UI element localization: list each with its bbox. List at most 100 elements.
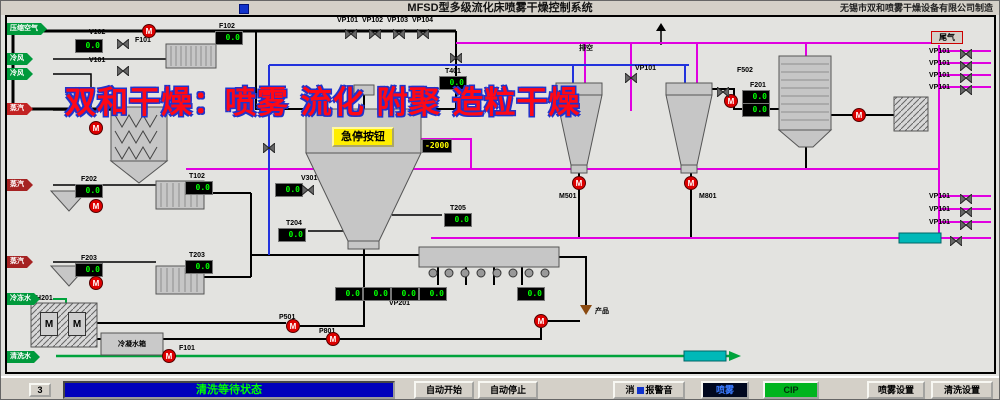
device-label: 排空 [579,45,593,52]
piping-diagram-svg [5,15,996,374]
device-label: VP102 [362,17,384,24]
valve-icon[interactable] [116,36,130,51]
valve-icon[interactable] [949,233,963,248]
valve-icon[interactable] [716,84,730,99]
process-pipes [268,64,689,255]
device-label: F102 [219,23,235,30]
inlet-arrow: 蒸汽 [7,103,33,115]
pump-motor[interactable]: M [326,332,340,346]
device-label: VP101 [929,72,951,79]
value-display: 0.0 [185,181,213,195]
value-display: 0.0 [742,90,770,104]
recovery-tank [893,96,929,132]
app-title: MFSD型多级流化床喷雾干燥控制系统 [407,2,593,14]
valve-icon[interactable] [449,50,463,65]
pump-motor[interactable]: M [724,94,738,108]
scrubber-cone [777,129,833,148]
device-label: V301 [301,175,318,182]
auto-start-button[interactable]: 自动开始 [414,381,474,399]
auto-stop-button[interactable]: 自动停止 [478,381,538,399]
device-label: F101 [179,345,195,352]
bottom-bar: 3 清洗等待状态 自动开始 自动停止 消报警音 喷雾 CIP 喷雾设置 清洗设置 [1,376,999,399]
bag-filter-hopper [109,160,169,184]
inlet-arrow: 蒸汽 [7,179,33,191]
valve-icon[interactable] [959,217,973,232]
product-arrow [580,305,592,315]
value-display: 0.0 [363,287,391,301]
scrubber-tower [778,55,832,131]
pump-motor[interactable]: M [534,314,548,328]
valve-icon[interactable] [416,26,430,41]
device-label: VP104 [412,17,434,24]
pump-motor[interactable]: M [572,176,586,190]
heater-fins [160,46,829,292]
wash-settings-button[interactable]: 清洗设置 [931,381,993,399]
inlet-arrow: 压缩空气 [7,23,47,35]
device-label: VP101 [929,84,951,91]
spray-button[interactable]: 喷雾 [701,381,749,399]
pump-motor[interactable]: M [286,319,300,333]
value-display: 0.0 [75,263,103,277]
valve-icon[interactable] [368,26,382,41]
valve-icon[interactable] [959,82,973,97]
inlet-arrow: 冷冻水 [7,293,40,305]
cyclone1-outlet [570,164,588,174]
inlet-arrow: 清洗水 [7,351,40,363]
device-label: F202 [81,176,97,183]
pump-motor[interactable]: M [89,121,103,135]
status-panel: 清洗等待状态 [63,381,395,399]
cip-button[interactable]: CIP [763,381,819,399]
mute-alarm-button[interactable]: 消报警音 [613,381,685,399]
device-label: VP201 [389,300,411,307]
value-display: 0.0 [439,76,467,90]
device-label: T204 [286,220,302,227]
tail-gas-label: 尾气 [931,31,963,44]
pump-motor[interactable]: M [684,176,698,190]
chamber-outlet [347,240,380,250]
valve-icon[interactable] [344,26,358,41]
valve-icon[interactable] [959,191,973,206]
condensate-tank-label: 冷凝水箱 [118,341,146,348]
device-label: VP101 [929,48,951,55]
valve-icon[interactable] [959,204,973,219]
device-label: M801 [699,193,717,200]
motor-box: M [68,312,86,336]
valve-icon[interactable] [959,58,973,73]
filter-elements [114,114,158,160]
device-label: T401 [445,68,461,75]
valve-icon[interactable] [262,140,276,155]
device-label: VP101 [635,65,657,72]
alarm-icon [636,387,644,395]
device-label: 产品 [595,308,609,315]
valve-icon[interactable] [959,70,973,85]
inlet-arrow: 冷风 [7,53,33,65]
pump-motor[interactable]: M [89,276,103,290]
value-display: 0.0 [742,103,770,117]
device-label: VP101 [929,60,951,67]
device-label: M501 [559,193,577,200]
valve-icon[interactable] [392,26,406,41]
pump-motor[interactable]: M [852,108,866,122]
pump-motor[interactable]: M [162,349,176,363]
valve-icon[interactable] [301,182,315,197]
valve-icon[interactable] [624,70,638,85]
air-pipes [11,29,894,340]
value-display: 0.0 [517,287,545,301]
condensate-tank [100,332,164,356]
title-bar: MFSD型多级流化床喷雾干燥控制系统 无锡市双和喷雾干燥设备有限公司制造 [1,1,999,15]
spray-settings-button[interactable]: 喷雾设置 [867,381,925,399]
alarm-label: 报警音 [645,385,673,395]
status-text: 清洗等待状态 [196,384,262,396]
inlet-arrow: 冷风 [7,68,33,80]
page-indicator[interactable]: 3 [29,383,51,397]
value-display: 0.0 [75,184,103,198]
exhaust-pipes [186,42,991,239]
valve-icon[interactable] [116,63,130,78]
value-display: 0.0 [275,183,303,197]
valve-icon[interactable] [959,46,973,61]
pump-motor[interactable]: M [89,199,103,213]
pump-motor[interactable]: M [142,24,156,38]
emergency-stop-button[interactable]: 急停按钮 [332,127,394,147]
